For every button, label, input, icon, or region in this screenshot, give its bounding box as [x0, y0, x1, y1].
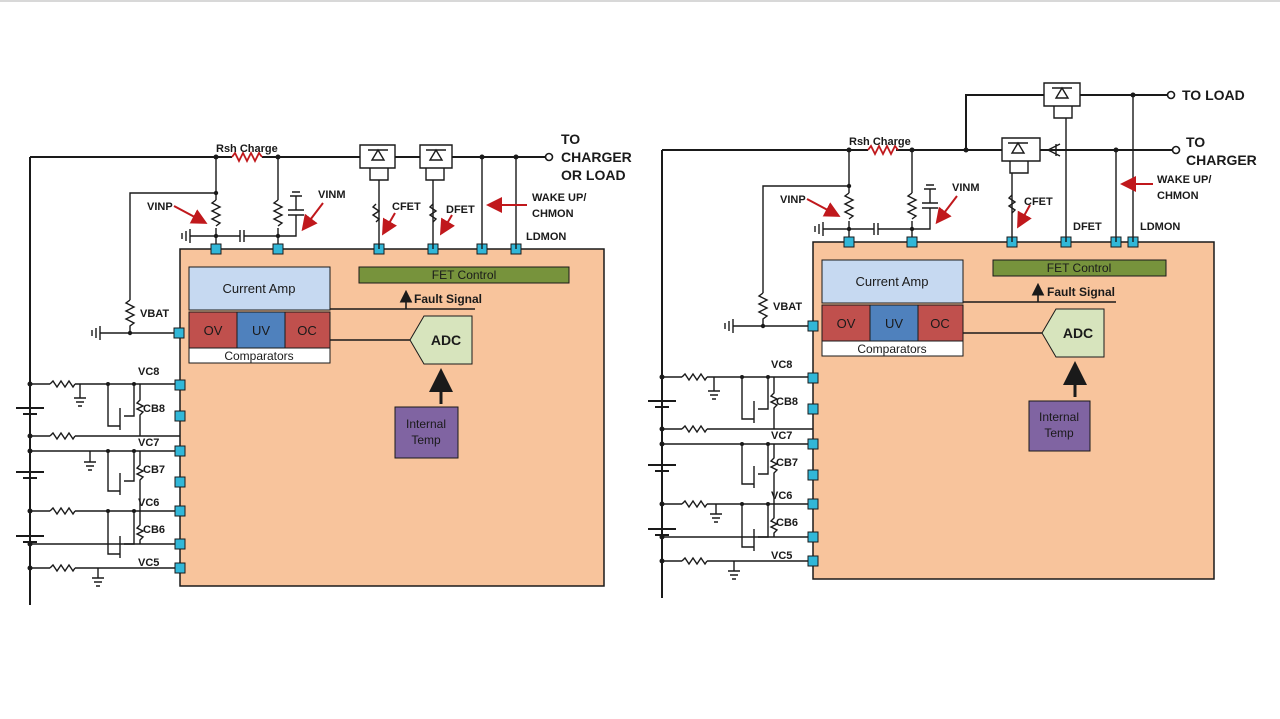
left-cb6-label: CB6: [143, 524, 165, 536]
left-rsh-resistor: [231, 150, 263, 164]
right-load-terminal: [1166, 90, 1176, 100]
right-to-label: TO: [1186, 134, 1205, 150]
left-vbat-label: VBAT: [140, 308, 169, 320]
right-fet-control-label: FET Control: [1047, 261, 1111, 275]
right-adc-block: [1041, 308, 1105, 358]
right-dfet-label: DFET: [1073, 221, 1102, 233]
right-chmon-label: CHMON: [1157, 190, 1199, 202]
right-fet-control-block: [992, 259, 1167, 277]
right-current-amp-block: [821, 259, 964, 304]
right-oc-block: [917, 304, 964, 342]
right-current-amp-label: Current Amp: [856, 274, 929, 289]
left-cb7-label: CB7: [143, 464, 165, 476]
left-uv-label: UV: [252, 323, 270, 338]
right-charger-terminal: [1171, 145, 1181, 155]
right-uv-block: [869, 304, 919, 342]
top-border: [0, 0, 1280, 2]
left-comparators-block: [188, 347, 331, 364]
left-schematic: Rsh Charge VINP VINM CFET DFET WAKE UP/ …: [16, 131, 632, 605]
right-charger-label: CHARGER: [1186, 152, 1257, 168]
right-adc-label: ADC: [1063, 325, 1093, 341]
left-uv-block: [236, 311, 286, 349]
left-internal-label: Internal: [406, 417, 446, 431]
right-rsh-label: Rsh Charge: [849, 136, 911, 148]
left-adc-block: [409, 315, 473, 365]
right-cfet-label: CFET: [1024, 196, 1053, 208]
right-uv-label: UV: [885, 316, 903, 331]
left-ldmon-label: LDMON: [526, 231, 566, 243]
left-fet-control-block: [358, 266, 570, 284]
right-to-load-label: TO LOAD: [1182, 87, 1245, 103]
left-orload-label: OR LOAD: [561, 167, 626, 183]
right-cb6-label: CB6: [776, 517, 798, 529]
left-adc-label: ADC: [431, 332, 461, 348]
right-oc-label: OC: [930, 316, 950, 331]
right-vc7-label: VC7: [771, 430, 792, 442]
left-oc-label: OC: [297, 323, 317, 338]
left-ov-label: OV: [204, 323, 223, 338]
left-cell-stack: [16, 379, 186, 587]
right-ov-block: [821, 304, 871, 342]
right-vinp-label: VINP: [780, 194, 806, 206]
right-cb8-label: CB8: [776, 396, 798, 408]
right-vbat-label: VBAT: [773, 301, 802, 313]
left-vc8-label: VC8: [138, 366, 159, 378]
right-ov-label: OV: [837, 316, 856, 331]
left-current-amp-label: Current Amp: [223, 281, 296, 296]
left-vinm-label: VINM: [318, 189, 346, 201]
right-temp-label: Temp: [1044, 426, 1074, 440]
right-fault-label: Fault Signal: [1047, 285, 1115, 299]
left-internal-temp-block: [394, 406, 459, 459]
left-wake-label: WAKE UP/: [532, 192, 586, 204]
right-vinm-label: VINM: [952, 182, 980, 194]
right-vc6-label: VC6: [771, 490, 792, 502]
left-current-amp-block: [188, 266, 331, 311]
left-to-label: TO: [561, 131, 580, 147]
left-fault-label: Fault Signal: [414, 292, 482, 306]
left-output-terminal: [544, 152, 554, 162]
right-wake-label: WAKE UP/: [1157, 174, 1211, 186]
left-rsh-label: Rsh Charge: [216, 143, 278, 155]
right-internal-temp-block: [1028, 400, 1091, 452]
left-temp-label: Temp: [411, 433, 441, 447]
right-cb7-label: CB7: [776, 457, 798, 469]
left-dfet-label: DFET: [446, 204, 475, 216]
left-vc5-label: VC5: [138, 557, 159, 569]
left-fet-control-label: FET Control: [432, 268, 496, 282]
left-cfet-label: CFET: [392, 201, 421, 213]
left-comparators-label: Comparators: [224, 349, 293, 363]
right-comparators-block: [821, 340, 964, 357]
right-internal-label: Internal: [1039, 410, 1079, 424]
right-vc5-label: VC5: [771, 550, 792, 562]
right-comparators-label: Comparators: [857, 342, 926, 356]
left-oc-block: [284, 311, 331, 349]
left-charger-label: CHARGER: [561, 149, 632, 165]
right-cell-stack: [648, 372, 819, 580]
left-cb8-label: CB8: [143, 403, 165, 415]
left-ov-block: [188, 311, 238, 349]
right-ldmon-label: LDMON: [1140, 221, 1180, 233]
right-schematic: Rsh Charge VINP VINM CFET DFET WAKE UP/ …: [648, 82, 1257, 598]
left-vc6-label: VC6: [138, 497, 159, 509]
left-chmon-label: CHMON: [532, 208, 574, 220]
left-vc7-label: VC7: [138, 437, 159, 449]
right-vc8-label: VC8: [771, 359, 792, 371]
left-vinp-label: VINP: [147, 201, 173, 213]
